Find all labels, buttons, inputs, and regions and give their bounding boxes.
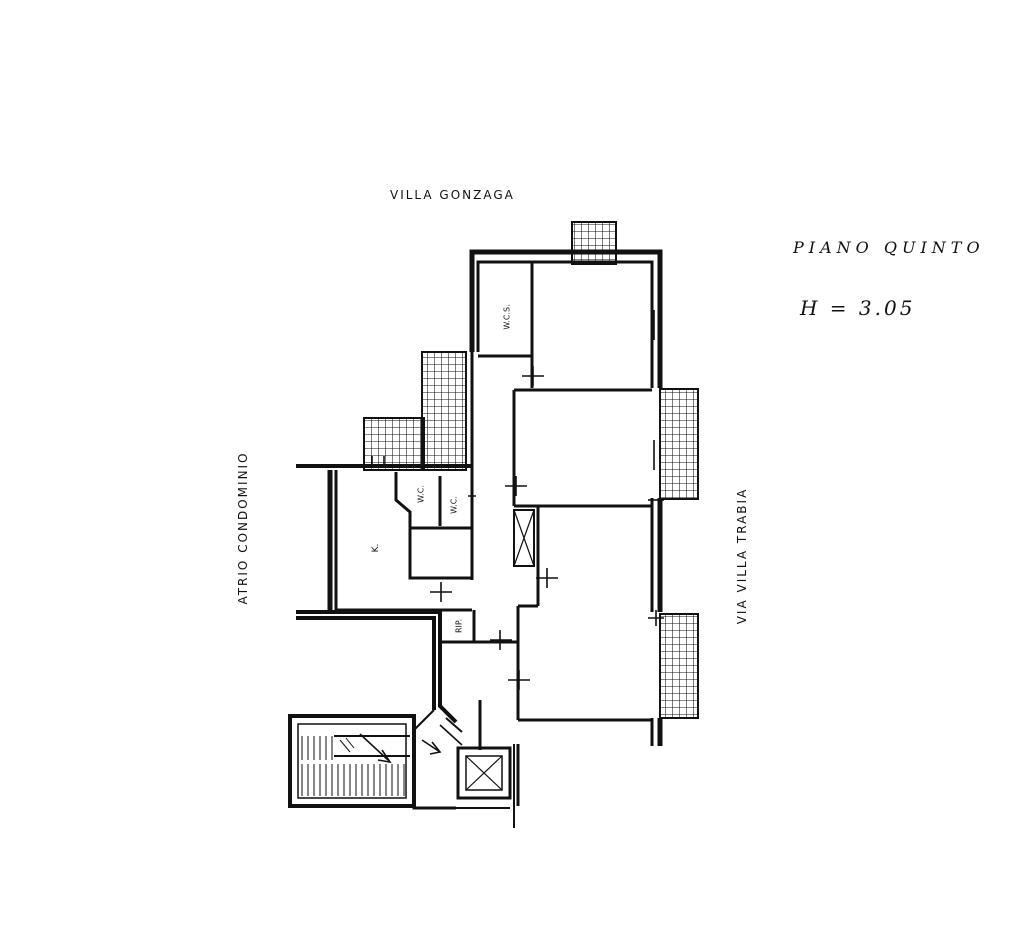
room-label-storage: RIP. [454, 618, 464, 634]
room-label-wcs: W.C.S. [502, 304, 512, 330]
outer-walls [296, 249, 663, 746]
street-label-north: VILLA GONZAGA [390, 188, 515, 202]
balcony-west-lower [363, 417, 425, 471]
room-label-wc1: W.C. [416, 485, 426, 503]
landing [412, 709, 520, 828]
lift-shaft [513, 509, 535, 567]
room-label-wc2: W.C. [449, 496, 459, 514]
balconies [363, 221, 699, 719]
staircase [288, 714, 442, 808]
balcony-west-upper [421, 351, 467, 471]
room-label-kitchen: K. [371, 543, 381, 553]
floor-title: PIANO QUINTO [793, 238, 985, 257]
floor-height: H = 3.05 [800, 296, 916, 320]
street-label-east: VIA VILLA TRABIA [735, 487, 749, 625]
interior-walls [336, 262, 652, 750]
balcony-east-upper [659, 388, 699, 500]
door-marks [371, 310, 664, 746]
balcony-north [571, 221, 617, 265]
balcony-east-lower [659, 613, 699, 719]
street-label-west: ATRIO CONDOMINIO [236, 451, 250, 605]
